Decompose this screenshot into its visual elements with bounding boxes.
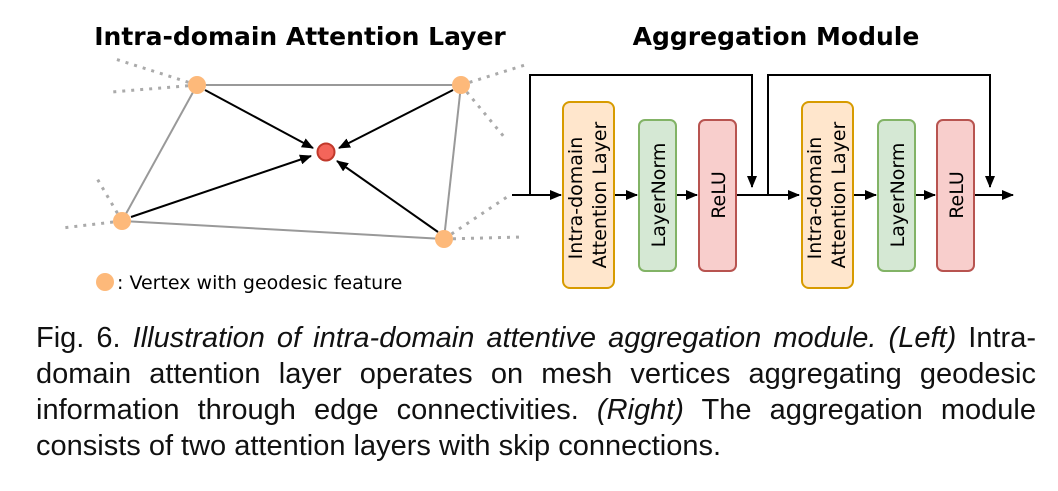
vertex-bottom-left	[113, 212, 131, 230]
aggregation-module: Intra-domain Attention Layer LayerNorm R…	[512, 74, 1014, 289]
relu-block-1: ReLU	[698, 119, 737, 272]
right-panel-title: Aggregation Module	[633, 22, 920, 51]
block-line: ReLU	[946, 171, 968, 219]
caption-left-tag: (Left)	[888, 322, 957, 354]
relu-block-2: ReLU	[936, 119, 975, 272]
caption-left-text: Intra-domain attention layer operates on…	[36, 322, 1036, 426]
dotted-edges	[61, 56, 526, 241]
svg-text:ReLU: ReLU	[708, 171, 730, 219]
vertex-top-right	[452, 76, 470, 94]
figure-caption: Fig. 6. Illustration of intra-domain att…	[36, 320, 1036, 464]
layernorm-block-1: LayerNorm	[638, 119, 677, 272]
vertex-bottom-right	[435, 230, 453, 248]
vertex-top-left	[188, 76, 206, 94]
block-line: Intra-domain	[804, 137, 826, 260]
attention-arrows	[130, 89, 454, 233]
layernorm-block-2: LayerNorm	[877, 119, 916, 272]
mesh-edges	[121, 84, 462, 240]
svg-text:Intra-domain Attention: Intra-domain Attention Layer	[565, 121, 611, 268]
attention-layer-block-2: Intra-domain Attention Layer	[801, 101, 854, 289]
diagram: Intra-domain Attention Layer Aggregation…	[61, 22, 1014, 294]
legend-label: : Vertex with geodesic feature	[117, 272, 402, 294]
block-line: LayerNorm	[648, 143, 670, 248]
block-line: ReLU	[708, 171, 730, 219]
caption-title: Illustration of intra-domain attentive a…	[132, 322, 877, 354]
left-panel-title: Intra-domain Attention Layer	[94, 22, 506, 51]
svg-text:Intra-domain Attention: Intra-domain Attention Layer	[804, 121, 850, 268]
svg-text:LayerNorm: LayerNorm	[887, 143, 909, 248]
block-line: Attention Layer	[589, 121, 611, 268]
legend-vertex-icon	[96, 273, 114, 291]
caption-right-tag: (Right)	[596, 394, 684, 426]
caption-right-text: The aggregation module consists of two a…	[36, 394, 1036, 462]
caption-label: Fig. 6.	[36, 322, 121, 354]
svg-text:ReLU: ReLU	[946, 171, 968, 219]
skip-connection-2	[767, 74, 995, 195]
block-line: Intra-domain	[565, 137, 587, 260]
mesh-graph	[61, 56, 526, 248]
skip-connection-1	[529, 74, 757, 195]
vertex-center	[316, 142, 336, 162]
block-line: Attention Layer	[828, 121, 850, 268]
attention-layer-block-1: Intra-domain Attention Layer	[562, 101, 615, 289]
block-line: LayerNorm	[887, 143, 909, 248]
svg-text:LayerNorm: LayerNorm	[648, 143, 670, 248]
